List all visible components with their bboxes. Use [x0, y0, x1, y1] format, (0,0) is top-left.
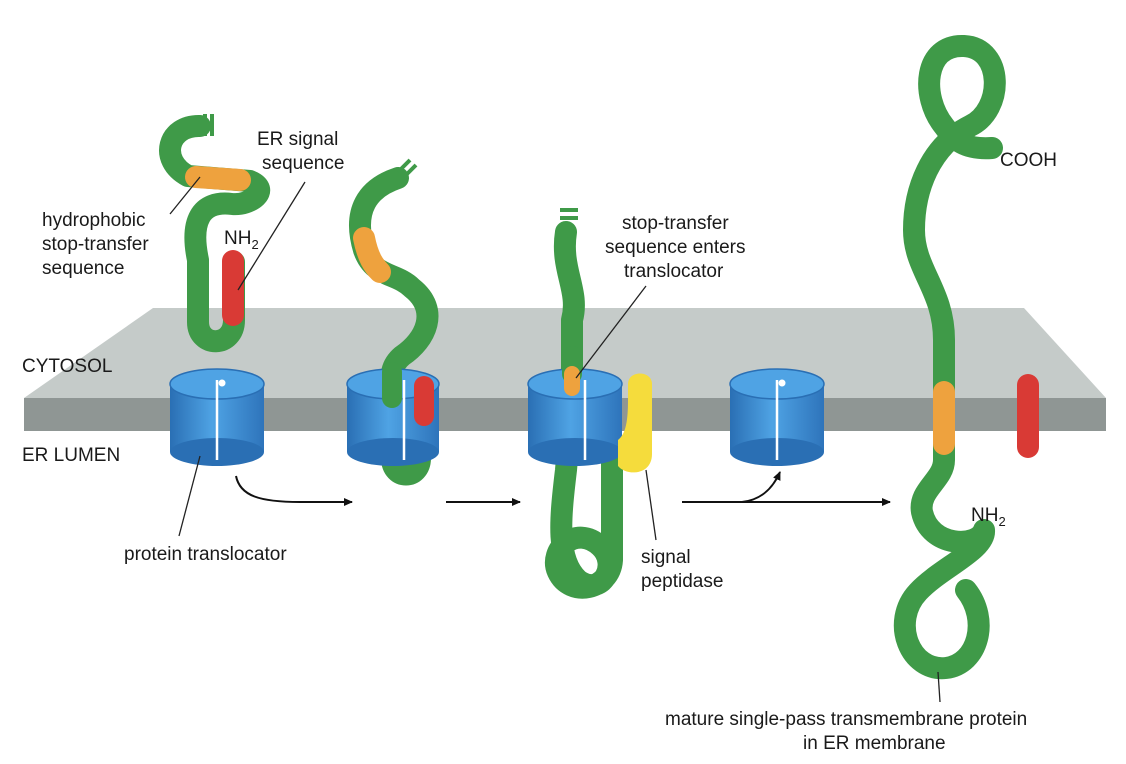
leader-signal-peptidase — [645, 469, 657, 541]
stage-1-break-marks — [203, 114, 214, 136]
translocator-1 — [169, 368, 265, 466]
stage-2-break-marks — [396, 158, 418, 179]
signal-peptidase-label-line2: peptidase — [641, 571, 723, 592]
stage-4-green-chain — [893, 35, 1006, 680]
leader-protein-translocator — [178, 455, 201, 537]
er-signal-label-line1: ER signal — [257, 129, 338, 150]
cooh-label: COOH — [1000, 150, 1057, 171]
hydrophobic-label-line3: sequence — [42, 258, 124, 279]
stop-transfer-label-line1: stop-transfer — [622, 213, 729, 234]
signal-peptidase-shape — [618, 373, 652, 473]
leader-stop-transfer — [575, 285, 647, 379]
nh2-label-stage-1: NH2 — [224, 228, 259, 252]
arrow-1 — [235, 475, 353, 506]
process-arrows — [235, 471, 891, 506]
stage-3-break-marks — [560, 208, 578, 220]
stage-2-signal-front — [414, 376, 434, 426]
mature-protein-label-line1: mature single-pass transmembrane protein — [665, 709, 1027, 730]
stage-1-signal-sequence — [222, 250, 244, 326]
nh2-label-stage-4: NH2 — [971, 505, 1006, 529]
hydrophobic-label-line2: stop-transfer — [42, 234, 149, 255]
stage-4-chain — [893, 35, 1006, 680]
stage-1-chain — [159, 114, 271, 353]
stage-3-green-chain — [545, 221, 623, 599]
er-signal-label-line2: sequence — [262, 153, 344, 174]
leader-hydrophobic — [169, 176, 201, 215]
leader-er-signal — [237, 181, 306, 291]
stage-2-stop-transfer-segment — [353, 227, 391, 283]
arrow-translocator-release — [741, 471, 781, 503]
stage-1-stop-transfer-segment — [185, 166, 251, 191]
translocator-4 — [729, 368, 825, 466]
stop-transfer-label-line2: sequence enters — [605, 237, 746, 258]
leader-lines — [169, 176, 941, 703]
leader-mature-protein — [937, 671, 941, 703]
stop-transfer-label-line3: translocator — [624, 261, 724, 282]
cytosol-label: CYTOSOL — [22, 356, 112, 377]
mature-protein-label-line2: in ER membrane — [803, 733, 946, 754]
hydrophobic-label-line1: hydrophobic — [42, 210, 146, 231]
stage-1-green-chain — [159, 115, 271, 353]
cleaved-signal-sequence — [1017, 374, 1039, 458]
signal-peptidase-label-line1: signal — [641, 547, 691, 568]
protein-translocator-label: protein translocator — [124, 544, 287, 565]
er-lumen-label: ER LUMEN — [22, 445, 120, 466]
